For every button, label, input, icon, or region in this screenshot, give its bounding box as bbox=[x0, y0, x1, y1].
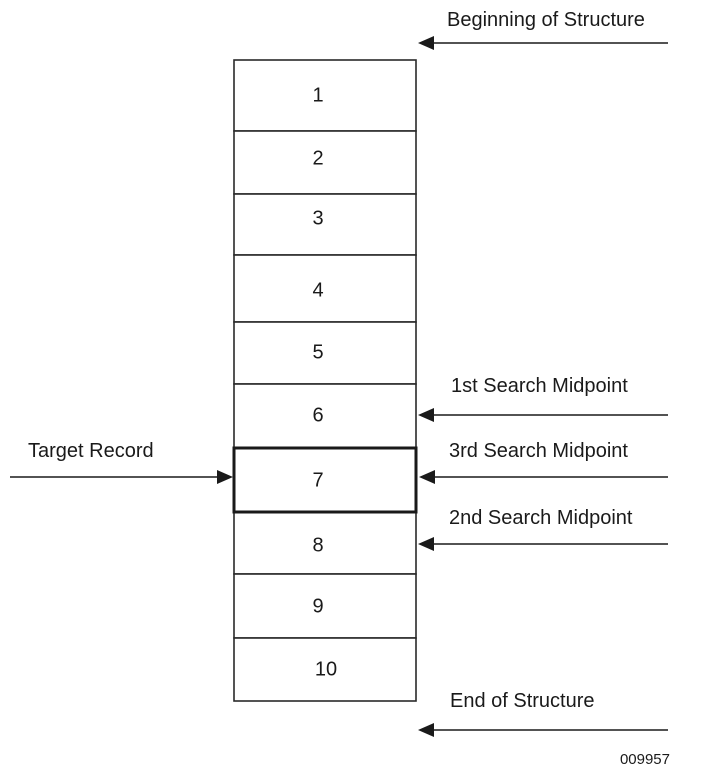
record-number-2: 2 bbox=[312, 147, 323, 169]
third-midpoint-arrow-head bbox=[419, 470, 435, 484]
beginning-label: Beginning of Structure bbox=[447, 9, 645, 31]
record-cell-10 bbox=[233, 637, 417, 702]
record-number-8: 8 bbox=[312, 534, 323, 556]
second-midpoint-pointer: 2nd Search Midpoint bbox=[418, 507, 668, 551]
record-cell-1 bbox=[233, 59, 417, 132]
end-pointer: End of Structure bbox=[418, 690, 668, 737]
record-number-1: 1 bbox=[312, 84, 323, 106]
end-arrow-head bbox=[418, 723, 434, 737]
record-cell-2 bbox=[233, 130, 417, 195]
third-midpoint-pointer: 3rd Search Midpoint bbox=[419, 440, 668, 484]
record-cell-5 bbox=[233, 321, 417, 385]
record-cell-7 bbox=[233, 447, 417, 513]
record-number-9: 9 bbox=[312, 595, 323, 617]
second-midpoint-arrow-head bbox=[418, 537, 434, 551]
record-cell-9 bbox=[233, 573, 417, 639]
target-record-highlight bbox=[232, 446, 418, 514]
target-record-pointer: Target Record bbox=[10, 440, 233, 484]
record-cell-6 bbox=[233, 383, 417, 449]
record-column: 1 2 3 4 5 6 7 8 9 10 bbox=[232, 59, 418, 702]
record-number-4: 4 bbox=[312, 279, 323, 301]
target-record-arrow-head bbox=[217, 470, 233, 484]
first-midpoint-arrow-head bbox=[418, 408, 434, 422]
target-record-label: Target Record bbox=[28, 440, 154, 462]
second-midpoint-label: 2nd Search Midpoint bbox=[449, 507, 633, 529]
first-midpoint-pointer: 1st Search Midpoint bbox=[418, 375, 668, 422]
record-number-3: 3 bbox=[312, 207, 323, 229]
figure-code: 009957 bbox=[620, 751, 670, 768]
record-cell-3 bbox=[233, 193, 417, 256]
record-number-7: 7 bbox=[312, 469, 323, 491]
beginning-arrow-head bbox=[418, 36, 434, 50]
record-cell-8 bbox=[233, 511, 417, 575]
beginning-pointer: Beginning of Structure bbox=[418, 9, 668, 50]
third-midpoint-label: 3rd Search Midpoint bbox=[449, 440, 628, 462]
first-midpoint-label: 1st Search Midpoint bbox=[451, 375, 628, 397]
end-label: End of Structure bbox=[450, 690, 595, 712]
record-number-5: 5 bbox=[312, 341, 323, 363]
record-cell-4 bbox=[233, 254, 417, 323]
record-number-6: 6 bbox=[312, 404, 323, 426]
record-number-10: 10 bbox=[315, 658, 337, 680]
